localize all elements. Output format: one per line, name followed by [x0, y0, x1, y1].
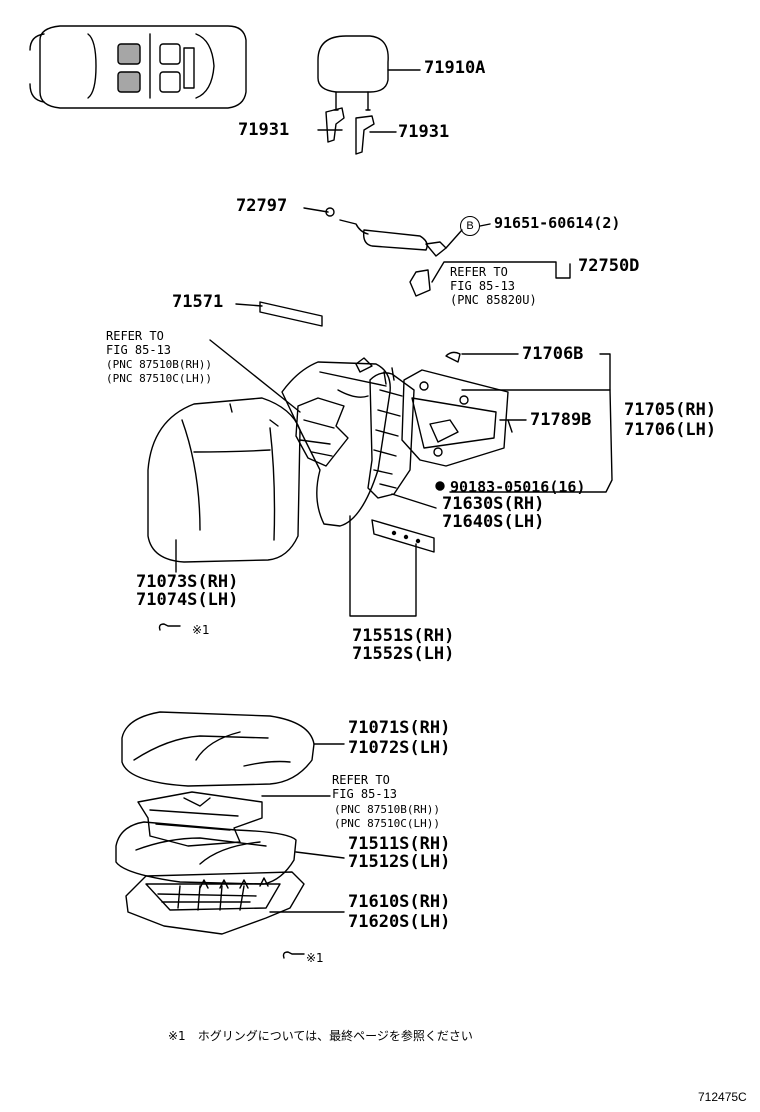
seat-cushion-frame-drawing [125, 871, 305, 935]
part-number-72750D: 72750D [578, 256, 640, 276]
part-number-71072S: 71072S(LH) [348, 738, 451, 758]
part-number-71552S: 71552S(LH) [352, 644, 455, 664]
refer-note-1-line1: REFER TO [450, 265, 508, 279]
refer-note-3-line1: REFER TO [332, 773, 390, 787]
refer-note-1-line3: (PNC 85820U) [450, 293, 537, 307]
part-number-71073S: 71073S(RH) [136, 572, 239, 592]
refer-note-2-line3: (PNC 87510B(RH)) [106, 358, 212, 371]
seatback-trim-panel-drawing [371, 519, 435, 553]
part-number-71640S: 71640S(LH) [442, 512, 545, 532]
diagram-code: 712475C [698, 1090, 747, 1104]
part-number-71705: 71705(RH) [624, 400, 717, 420]
part-number-71931-right: 71931 [398, 122, 450, 142]
seat-cushion-pad-drawing [115, 821, 297, 885]
part-number-71931-left: 71931 [238, 120, 290, 140]
refer-note-3-line2: FIG 85-13 [332, 787, 398, 801]
seat-cushion-cover-drawing [121, 711, 315, 787]
part-number-71512S: 71512S(LH) [348, 852, 451, 872]
part-number-71706: 71706(LH) [624, 420, 717, 440]
refer-note-3-line3: (PNC 87510B(RH)) [334, 803, 440, 816]
seatback-pad-drawing [281, 357, 391, 527]
hog-ring-note-2: ※1 [306, 951, 324, 965]
back-board-drawing [401, 369, 513, 467]
part-number-90183: 90183-05016(16) [450, 478, 586, 496]
headrest-support-drawing [325, 107, 375, 155]
vehicle-location-icon [29, 25, 247, 109]
refer-note-2-line4: (PNC 87510C(LH)) [106, 372, 212, 385]
trim-strip-drawing [259, 301, 323, 327]
refer-note-2-line1: REFER TO [106, 329, 164, 343]
refer-note-3-line4: (PNC 87510C(LH)) [334, 817, 440, 830]
part-number-71074S: 71074S(LH) [136, 590, 239, 610]
part-number-71551S: 71551S(RH) [352, 626, 455, 646]
seatback-frame-drawing [367, 367, 415, 499]
clip-and-harness-drawing [325, 207, 447, 297]
part-number-71620S: 71620S(LH) [348, 912, 451, 932]
part-number-91651: 91651-60614(2) [494, 214, 621, 232]
part-number-71789B: 71789B [530, 410, 592, 430]
hog-ring-note-1: ※1 [192, 623, 210, 637]
part-number-71706B: 71706B [522, 344, 584, 364]
part-number-71910A: 71910A [424, 58, 486, 78]
footnote-text: ※1 ホグリングについては、最終ページを参照ください [168, 1029, 473, 1043]
part-number-71571: 71571 [172, 292, 224, 312]
headrest-drawing [317, 35, 389, 111]
part-number-71630S: 71630S(RH) [442, 494, 545, 514]
refer-note-2-line2: FIG 85-13 [106, 343, 172, 357]
heater-mat-drawing [295, 397, 349, 467]
seatback-cover-drawing [147, 397, 301, 563]
refer-note-1-line2: FIG 85-13 [450, 279, 516, 293]
part-number-71071S: 71071S(RH) [348, 718, 451, 738]
part-number-72797: 72797 [236, 196, 288, 216]
part-number-71511S: 71511S(RH) [348, 834, 451, 854]
callout-b-circle: B [460, 216, 480, 236]
part-number-71610S: 71610S(RH) [348, 892, 451, 912]
